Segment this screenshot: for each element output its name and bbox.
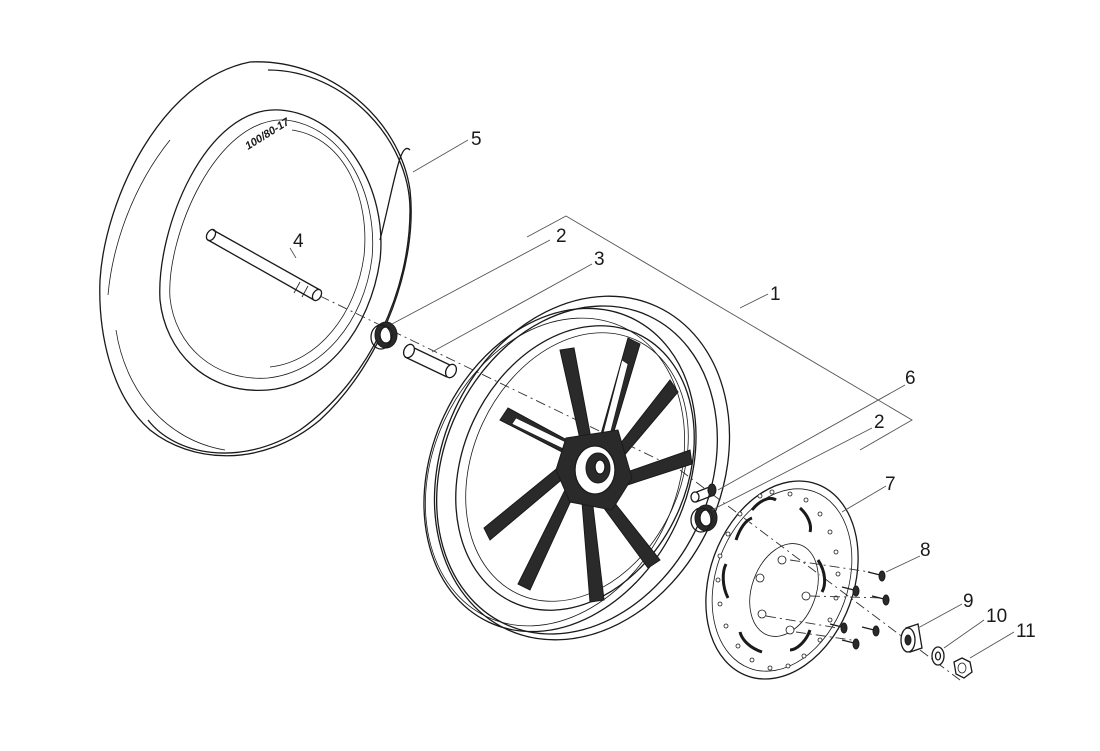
callout-10: 10	[986, 606, 1007, 627]
bearing-right	[690, 504, 718, 533]
callout-5: 5	[471, 129, 482, 150]
callout-9: 9	[963, 591, 974, 612]
screw-4	[861, 625, 880, 637]
callout-6: 6	[905, 368, 916, 389]
assembly-bracket	[526, 215, 913, 451]
disc-holes	[715, 489, 841, 671]
tire-size-marking: 100/80-17	[243, 116, 292, 153]
callout-2a: 2	[556, 226, 567, 247]
tire: 100/80-17	[99, 61, 412, 457]
spacer-bushing	[900, 623, 923, 653]
callout-4: 4	[293, 231, 304, 252]
callout-7: 7	[885, 474, 896, 495]
brake-disc	[705, 480, 859, 680]
wheel-spokes	[483, 337, 693, 603]
disc-screws	[765, 559, 890, 650]
tire-valve	[690, 483, 717, 503]
callouts: 1 2 2 3 4 5 6 7 8 9 10 11	[293, 129, 1036, 642]
screw-5	[829, 622, 848, 634]
disc-slots	[721, 496, 827, 654]
axis-centerline	[319, 295, 961, 681]
bearing-left	[370, 321, 398, 350]
leader-lines	[289, 139, 1015, 659]
callout-1: 1	[770, 284, 781, 305]
callout-3: 3	[594, 249, 605, 270]
washer	[931, 646, 945, 666]
screw-6	[841, 638, 860, 650]
wheel-rim	[423, 295, 731, 641]
screw-1	[867, 570, 886, 582]
callout-11: 11	[1016, 621, 1036, 642]
axle	[205, 228, 323, 302]
wheel-hub	[555, 429, 633, 511]
screw-2	[871, 594, 890, 606]
callout-8: 8	[920, 540, 931, 561]
axle-nut	[953, 657, 973, 679]
callout-2b: 2	[874, 412, 885, 433]
screw-3	[841, 585, 860, 597]
spacer-tube	[402, 343, 458, 379]
